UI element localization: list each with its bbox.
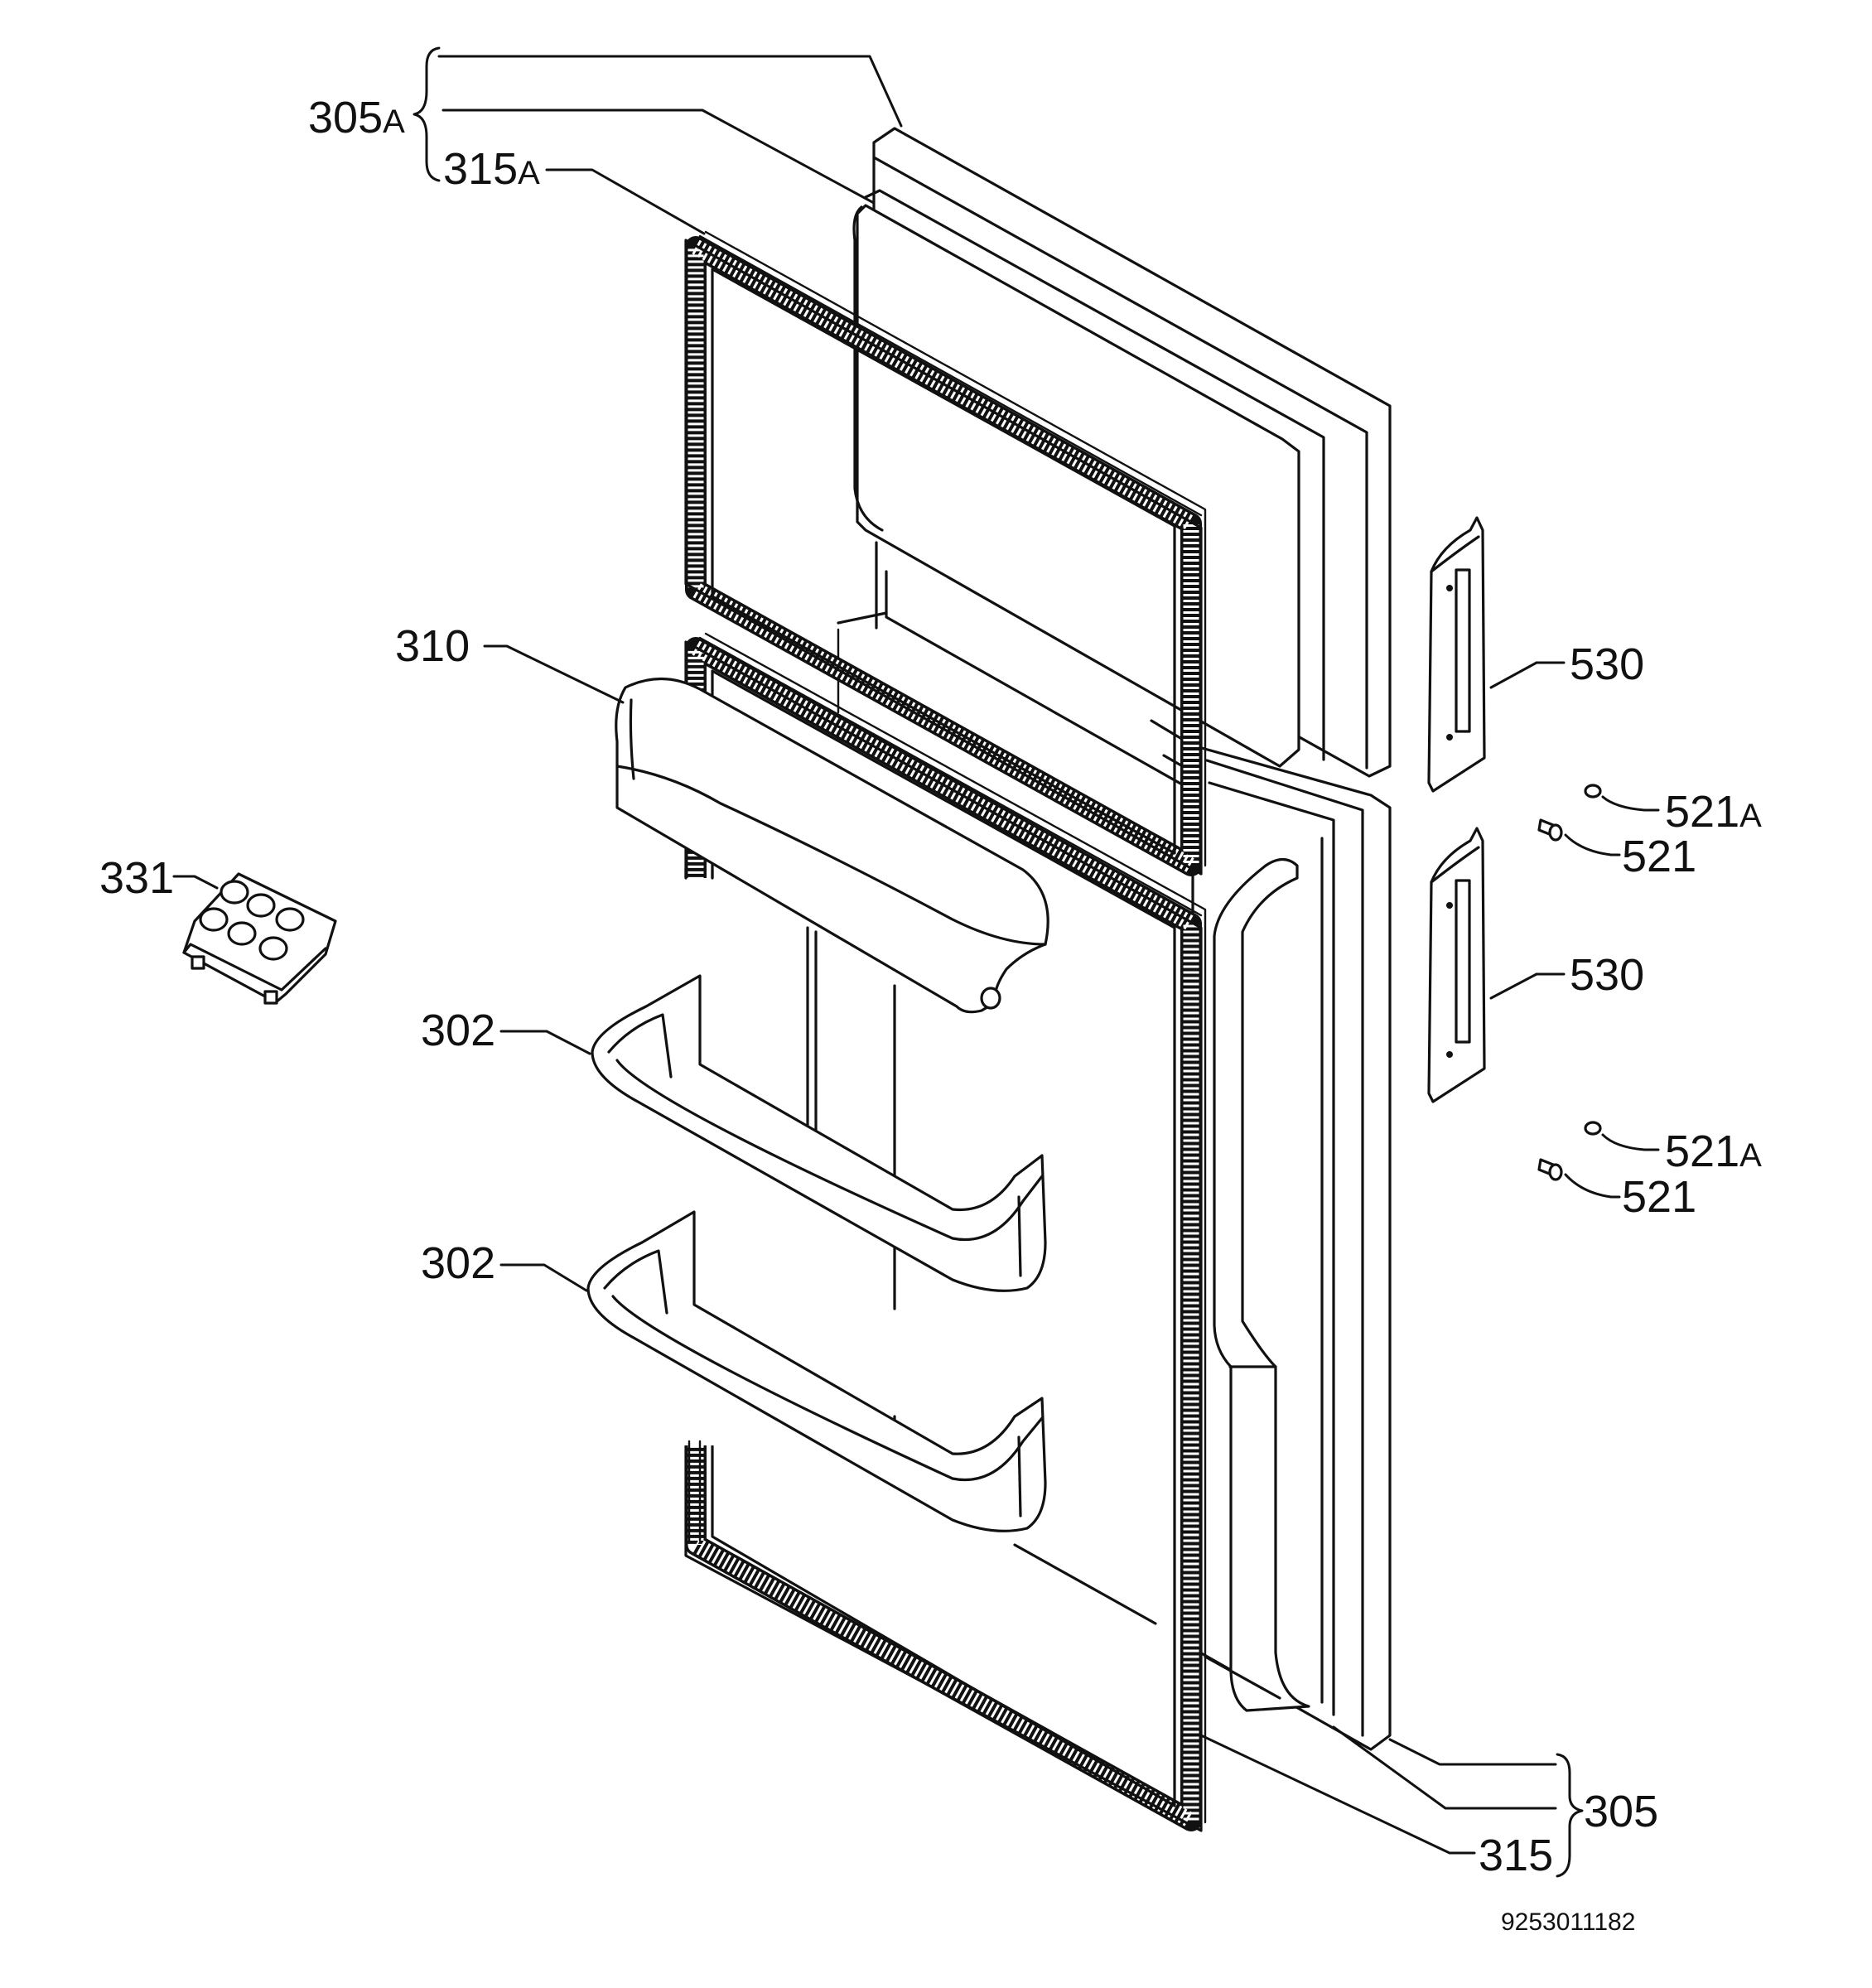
hinge-cover-upper (1427, 516, 1486, 793)
label-521-lower: 521 (1622, 1172, 1696, 1222)
label-530-lower: 530 (1570, 950, 1644, 1000)
gasket-occlusion (675, 866, 725, 1542)
label-315A: 315A (443, 144, 540, 194)
document-number: 9253011182 (1501, 1908, 1635, 1936)
label-331: 331 (99, 853, 174, 903)
leader-lines (172, 46, 1660, 1878)
label-302-upper: 302 (421, 1006, 495, 1055)
label-305A: 305A (308, 93, 405, 142)
part-labels: 305A 315A 310 331 302 302 530 530 521A 5… (99, 93, 1762, 1936)
label-302-lower: 302 (421, 1238, 495, 1288)
label-521A-lower: 521A (1665, 1127, 1762, 1176)
hinge-pin-lower (1537, 1158, 1563, 1181)
label-305: 305 (1584, 1787, 1658, 1836)
hinge-cover-lower (1427, 827, 1486, 1103)
washer-lower (1584, 1121, 1602, 1136)
label-310: 310 (395, 621, 470, 671)
egg-tray (182, 872, 337, 1005)
washer-upper (1584, 784, 1602, 799)
label-521-upper: 521 (1622, 832, 1696, 881)
door-shelf-upper (591, 974, 1047, 1292)
label-521A-upper: 521A (1665, 787, 1762, 837)
freezer-door-panel (852, 127, 1392, 778)
label-530-upper: 530 (1570, 639, 1644, 689)
door-shelf-lower (586, 1210, 1047, 1532)
freezer-door-gasket (684, 230, 1207, 876)
dairy-compartment-cover (615, 677, 1049, 1014)
fridge-door-panel (1191, 744, 1392, 1751)
label-315: 315 (1479, 1831, 1553, 1880)
hinge-pin-upper (1537, 818, 1563, 842)
hinge-hardware (1537, 784, 1602, 1181)
